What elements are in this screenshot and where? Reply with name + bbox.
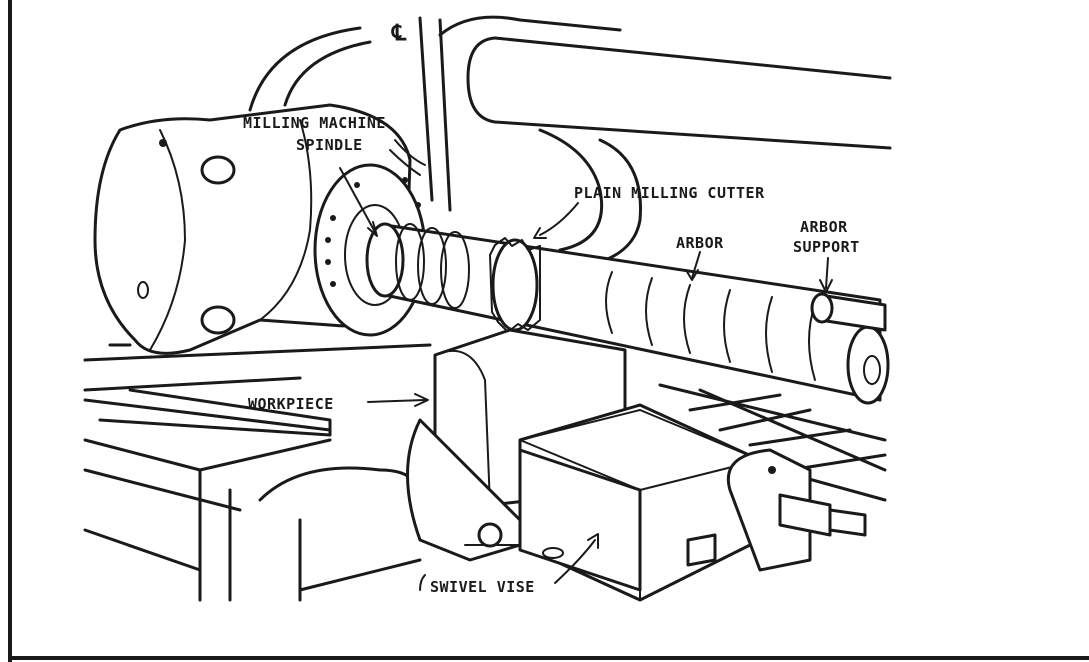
label-arbor-support-line2: SUPPORT <box>793 238 860 256</box>
centerline-mark: ℄ <box>391 21 407 46</box>
label-plain-milling-cutter: PLAIN MILLING CUTTER <box>574 184 765 202</box>
overarm <box>438 15 892 150</box>
label-arbor: ARBOR <box>676 234 724 252</box>
label-arbor-support-line1: ARBOR <box>800 218 848 236</box>
label-spindle: SPINDLE <box>296 136 363 154</box>
machine-table <box>83 343 887 602</box>
label-swivel-vise: SWIVEL VISE <box>430 578 535 596</box>
label-milling-machine: MILLING MACHINE <box>243 114 386 132</box>
arbor-support <box>810 292 887 332</box>
figure-frame <box>8 0 1089 662</box>
label-workpiece: WORKPIECE <box>248 395 334 413</box>
leader-lines <box>339 139 833 591</box>
swivel-vise <box>406 403 867 602</box>
column-outline <box>248 16 642 264</box>
